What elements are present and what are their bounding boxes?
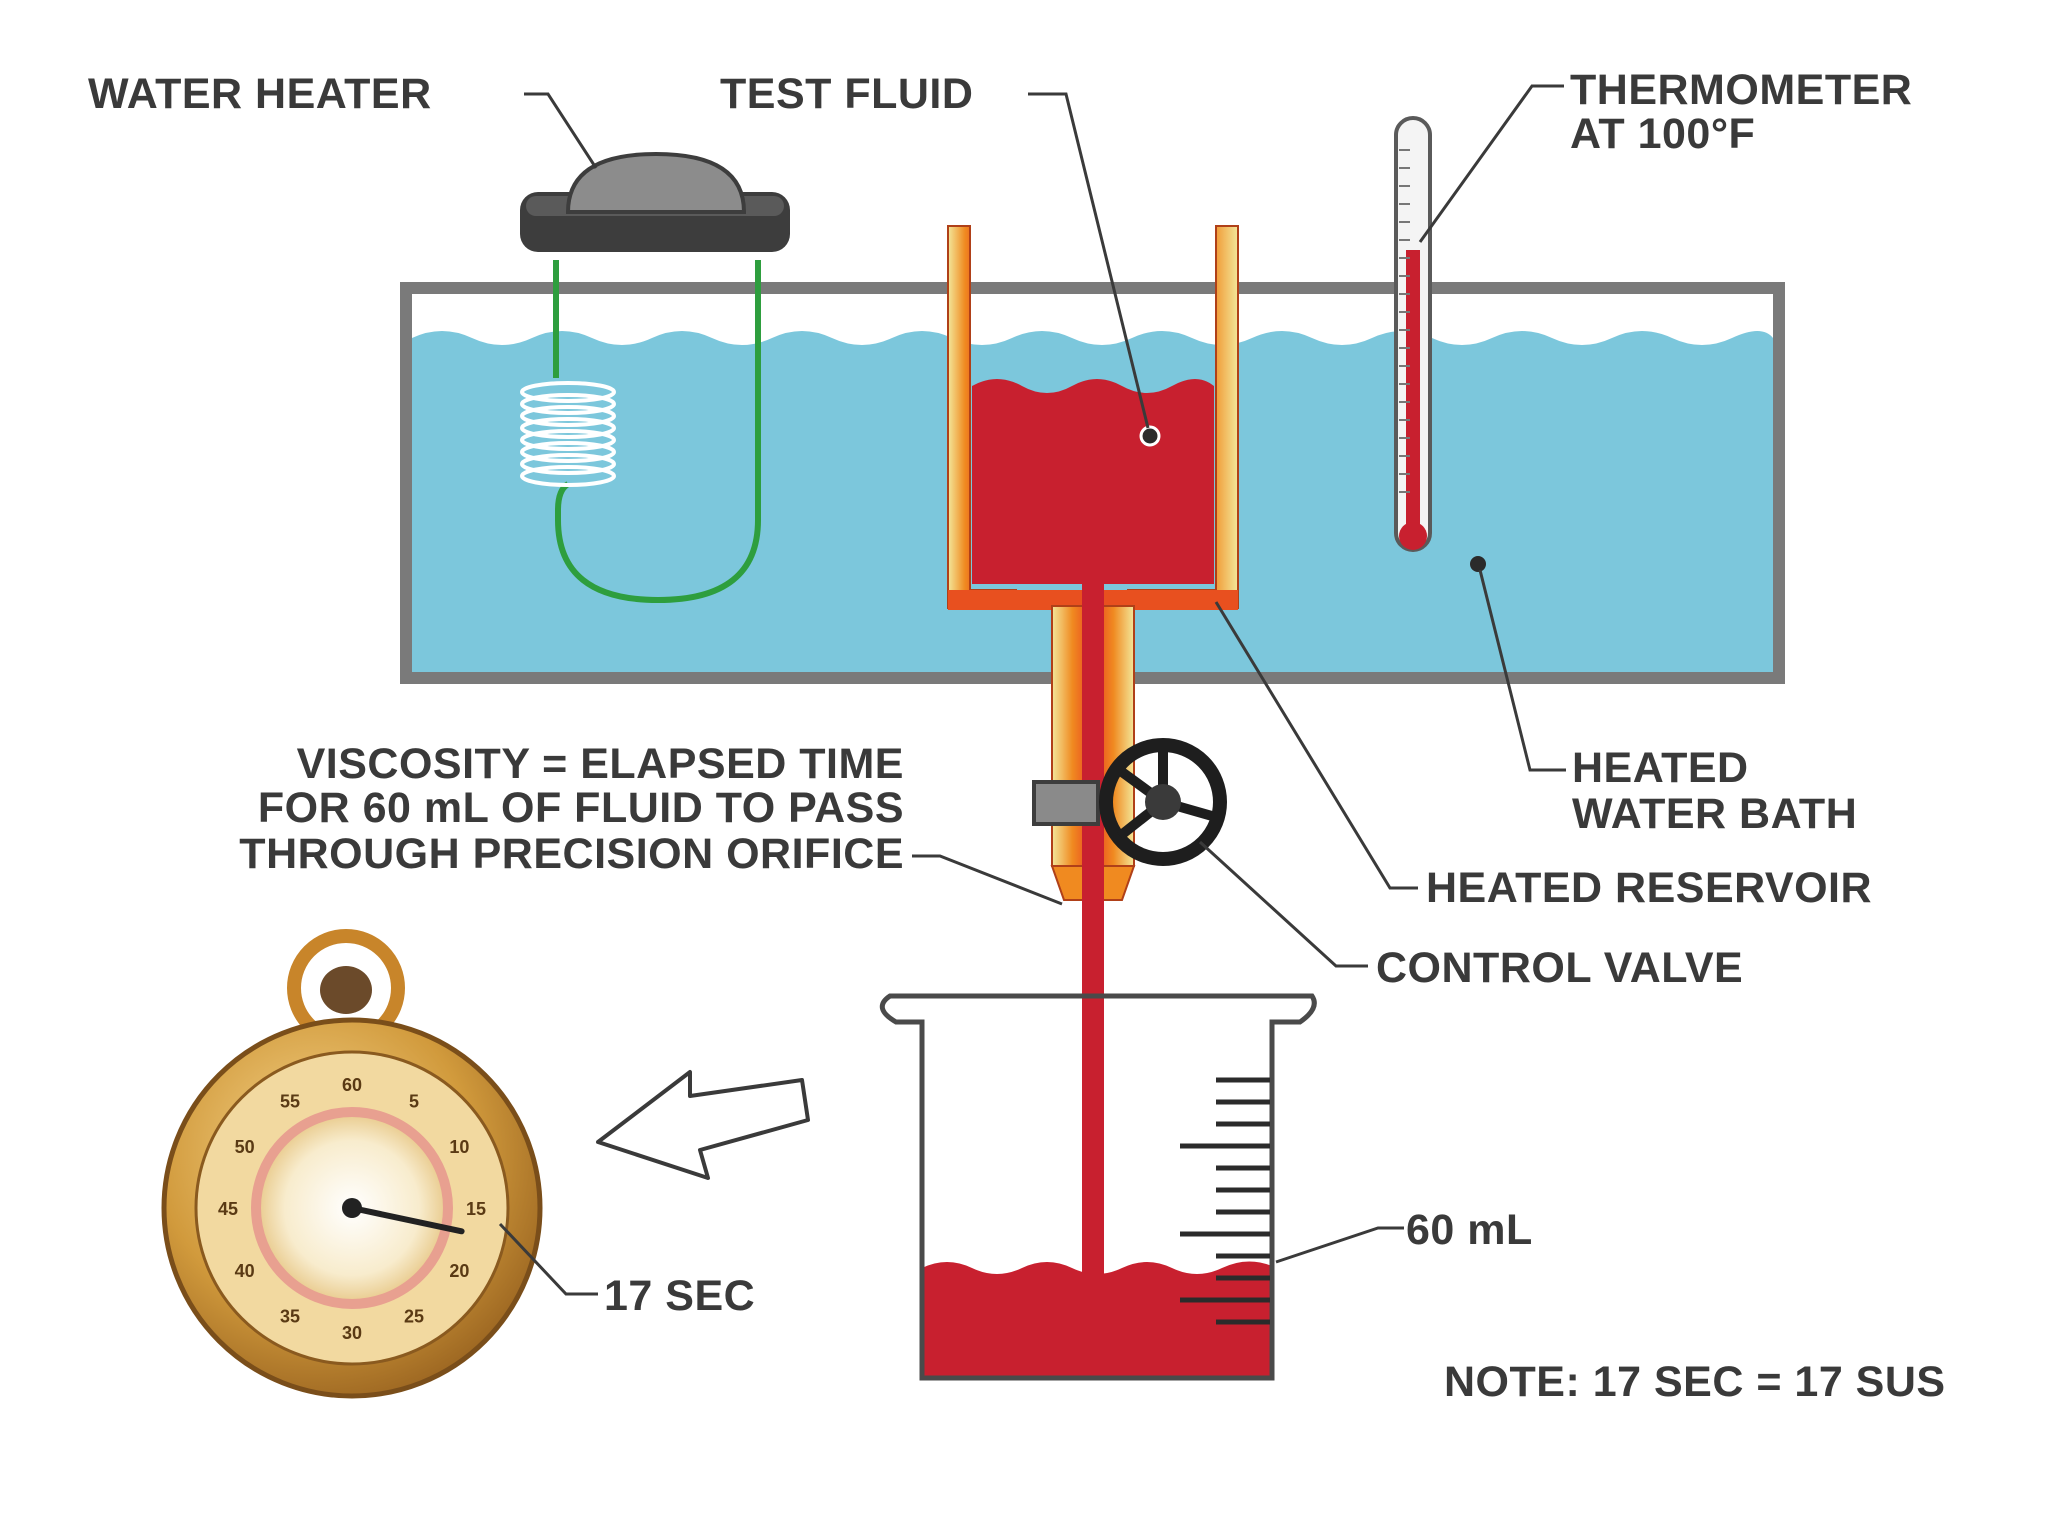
label-heated-bath-line2: WATER BATH [1572, 790, 1857, 838]
arrow-left-icon [596, 1070, 810, 1180]
label-heated-bath-line1: HEATED [1572, 744, 1749, 792]
label-thermometer-line1: THERMOMETER [1570, 66, 1912, 114]
label-note: NOTE: 17 SEC = 17 SUS [1444, 1358, 1946, 1406]
dial-number: 30 [342, 1323, 362, 1343]
collected-fluid [922, 1261, 1272, 1378]
valve-wheel-icon [1032, 738, 1227, 866]
label-test-fluid: TEST FLUID [720, 70, 973, 118]
label-control-valve: CONTROL VALVE [1376, 944, 1743, 992]
label-time: 17 SEC [604, 1272, 755, 1320]
leader-lines [498, 84, 1566, 1296]
dial-number: 60 [342, 1075, 362, 1095]
label-viscosity-line3: THROUGH PRECISION ORIFICE [239, 830, 904, 878]
beaker-icon [879, 993, 1317, 1381]
dial-number: 25 [404, 1306, 424, 1326]
label-viscosity-line2: FOR 60 mL OF FLUID TO PASS [258, 784, 904, 832]
water-heater-icon [520, 151, 790, 252]
stopwatch-dial: 60 5 10 15 20 25 30 35 40 45 50 55 [218, 1075, 486, 1343]
dial-number: 45 [218, 1199, 238, 1219]
dial-number: 10 [449, 1137, 469, 1157]
dial-number: 35 [280, 1306, 300, 1326]
dial-number: 55 [280, 1092, 300, 1112]
label-heated-reservoir: HEATED RESERVOIR [1426, 864, 1872, 912]
dial-number: 15 [466, 1199, 486, 1219]
dial-number: 50 [235, 1137, 255, 1157]
label-volume: 60 mL [1406, 1206, 1533, 1254]
label-water-heater: WATER HEATER [88, 70, 432, 118]
dial-number: 40 [235, 1261, 255, 1281]
label-viscosity-line1: VISCOSITY = ELAPSED TIME [297, 740, 904, 788]
heating-coil [520, 260, 761, 604]
stopwatch-hand [349, 1205, 465, 1235]
test-fluid [972, 379, 1214, 584]
label-thermometer-line2: AT 100°F [1570, 110, 1755, 158]
thermometer-icon [1394, 116, 1486, 572]
dial-number: 5 [409, 1092, 419, 1112]
stopwatch-icon: 60 5 10 15 20 25 30 35 40 45 50 55 [161, 929, 543, 1399]
dial-number: 20 [449, 1261, 469, 1281]
